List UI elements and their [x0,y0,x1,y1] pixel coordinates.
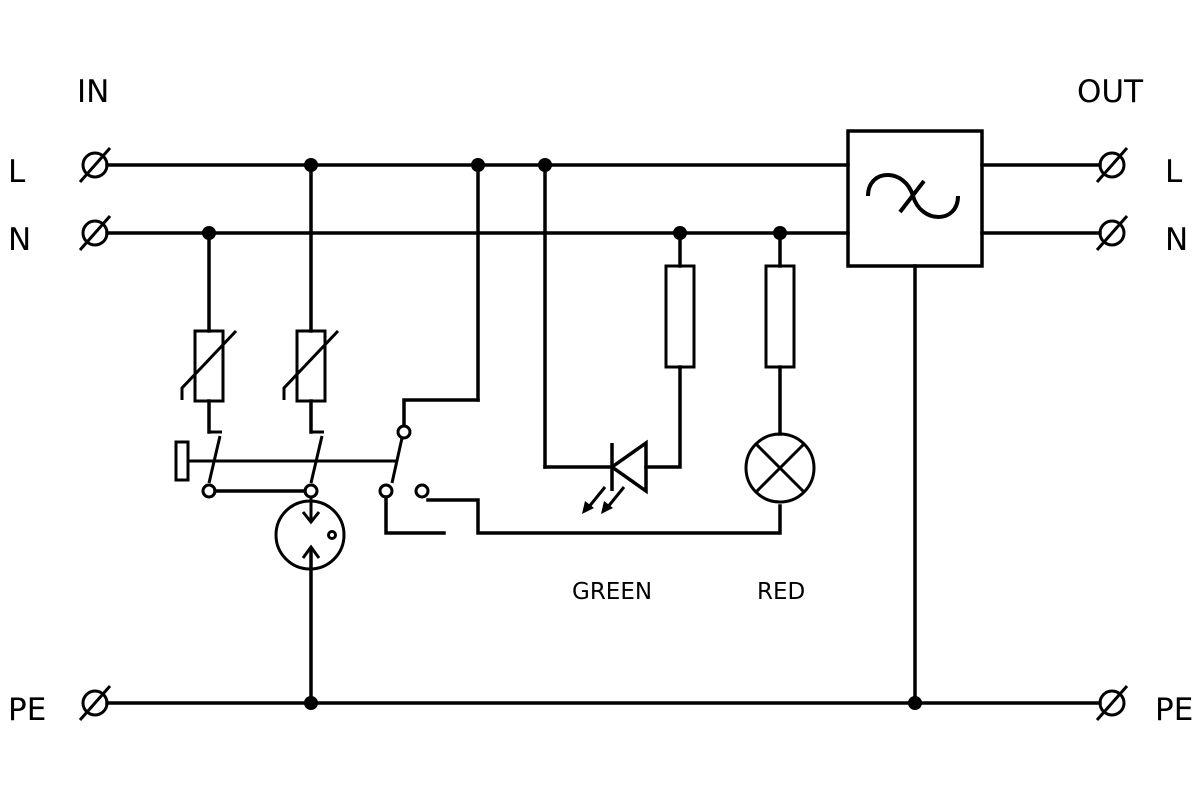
resistor-icon [664,264,696,369]
terminal-label-pe-out: PE [1155,692,1193,728]
red-indicator-label: RED [757,579,805,605]
wire-switch-no [426,498,782,535]
junction-dot-icon [304,158,318,172]
junction-dot-icon [471,158,485,172]
varistor-icon [180,329,238,403]
terminal-label-pe-in: PE [8,692,46,728]
terminal-label-n-in: N [8,222,31,258]
junction-dot-icon [304,696,318,710]
lamp-icon [744,432,816,504]
junction-dot-icon [202,226,216,240]
ac-filter-icon [846,129,984,268]
terminal-label-n-out: N [1165,222,1188,258]
changeover-switch-icon [378,424,430,499]
terminal-label-l-in: L [8,154,26,190]
terminal-label-l-out: L [1165,154,1183,190]
varistor-icon [282,329,340,403]
resistor-icon [764,264,796,369]
output-label: OUT [1077,74,1144,110]
wire-switch-nc [384,495,446,535]
green-indicator-label: GREEN [572,579,652,605]
junction-dot-icon [538,158,552,172]
wire-led-to-resistor [644,365,682,469]
gas-discharge-tube-icon [274,497,346,705]
junction-dot-icon [673,226,687,240]
junction-dot-icon [908,696,922,710]
junction-dot-icon [773,226,787,240]
led-icon [582,439,648,514]
input-label: IN [77,74,109,110]
